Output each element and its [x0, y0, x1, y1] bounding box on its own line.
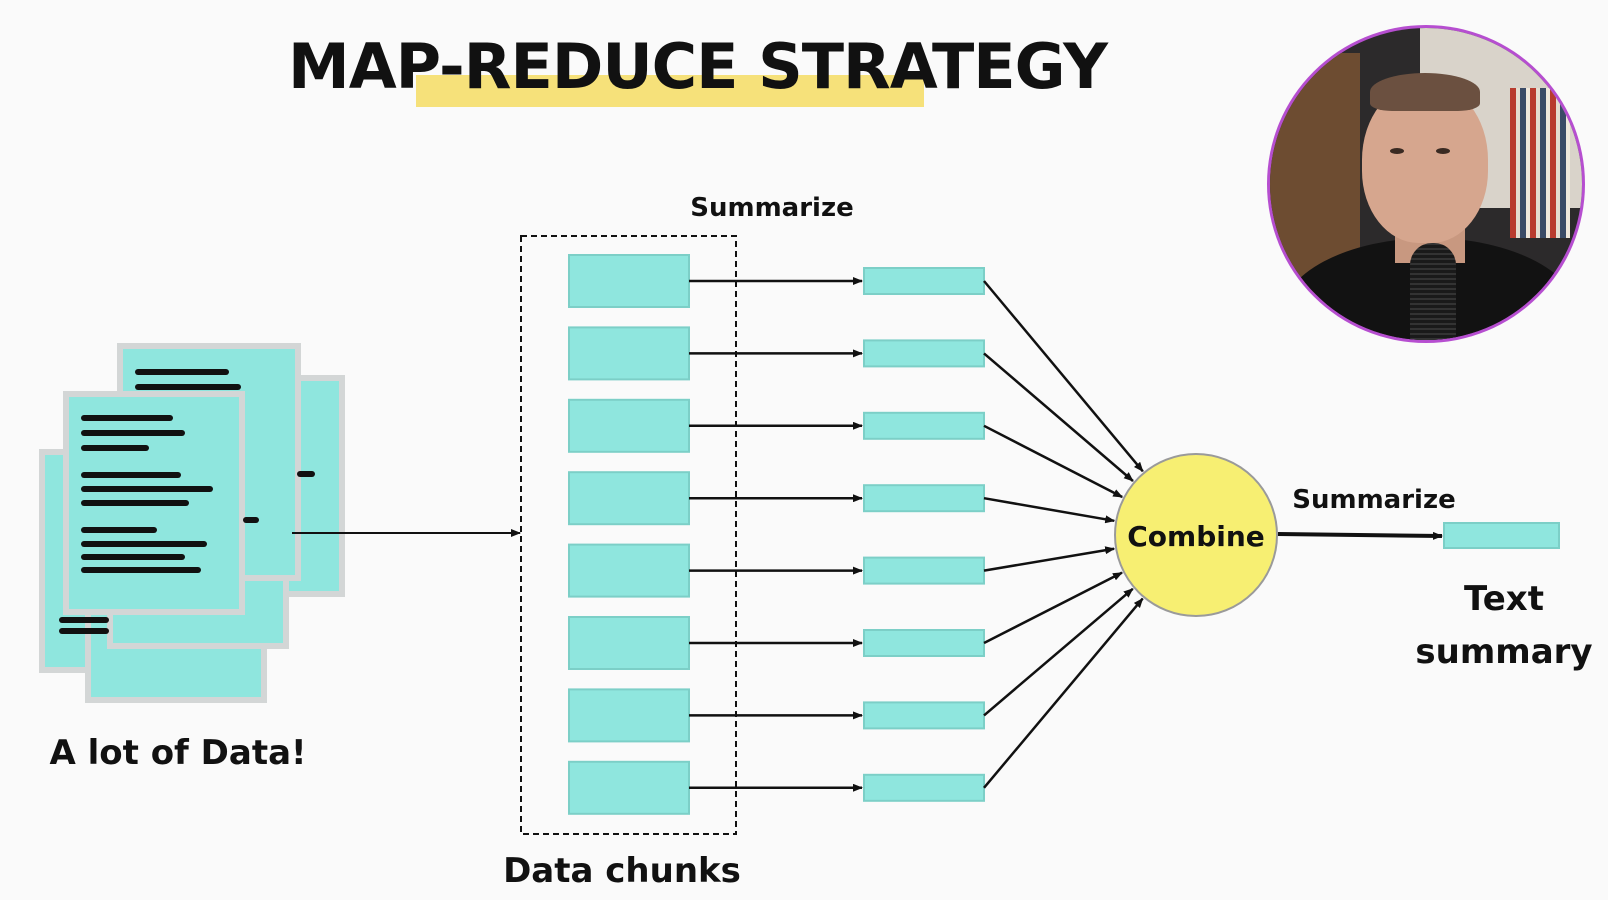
data-chunk: [568, 326, 690, 381]
output-label-line1: Text: [1464, 579, 1544, 619]
data-chunk: [568, 254, 690, 308]
chunks-container: [520, 235, 737, 835]
presenter-webcam: [1270, 28, 1582, 340]
data-chunk: [568, 471, 690, 526]
chunk-summary: [863, 701, 985, 730]
data-chunk: [568, 688, 690, 743]
data-source-label: A lot of Data!: [49, 733, 306, 773]
document-stack-icon: [39, 343, 345, 703]
page-title: MAP-REDUCE STRATEGY: [288, 30, 1108, 103]
chunk-summary: [863, 339, 985, 368]
microphone-icon: [1410, 243, 1456, 340]
chunks-label: Data chunks: [503, 851, 741, 891]
combine-arrow: [983, 280, 1144, 473]
text-summary-box: [1443, 522, 1560, 549]
combine-label: Combine: [1127, 520, 1265, 553]
title-highlight: [416, 75, 924, 107]
chunk-summary: [863, 556, 985, 585]
chunk-summary: [863, 411, 985, 440]
chunk-summary: [863, 629, 985, 657]
flow-group: [568, 254, 1144, 815]
data-chunk: [568, 616, 690, 670]
combine-arrow: [983, 587, 1134, 717]
combine-arrow: [983, 352, 1134, 482]
chunk-summary: [863, 267, 985, 295]
combine-arrow: [983, 571, 1123, 645]
chunk-summary: [863, 484, 985, 513]
combine-arrow: [983, 546, 1116, 572]
chunk-summary: [863, 773, 985, 802]
output-label-line2: summary: [1415, 632, 1592, 672]
data-chunk: [568, 398, 690, 453]
map-summarize-label: Summarize: [690, 193, 853, 223]
combine-arrow: [983, 424, 1124, 499]
combine-node: [1114, 453, 1278, 617]
reduce-summarize-label: Summarize: [1292, 485, 1455, 515]
title-block: MAP-REDUCE STRATEGY: [288, 30, 1108, 107]
output-arrow: [1277, 531, 1443, 540]
combine-arrow: [983, 597, 1144, 789]
data-chunk: [568, 543, 690, 598]
combine-arrow: [983, 496, 1116, 524]
data-chunk: [568, 760, 690, 815]
